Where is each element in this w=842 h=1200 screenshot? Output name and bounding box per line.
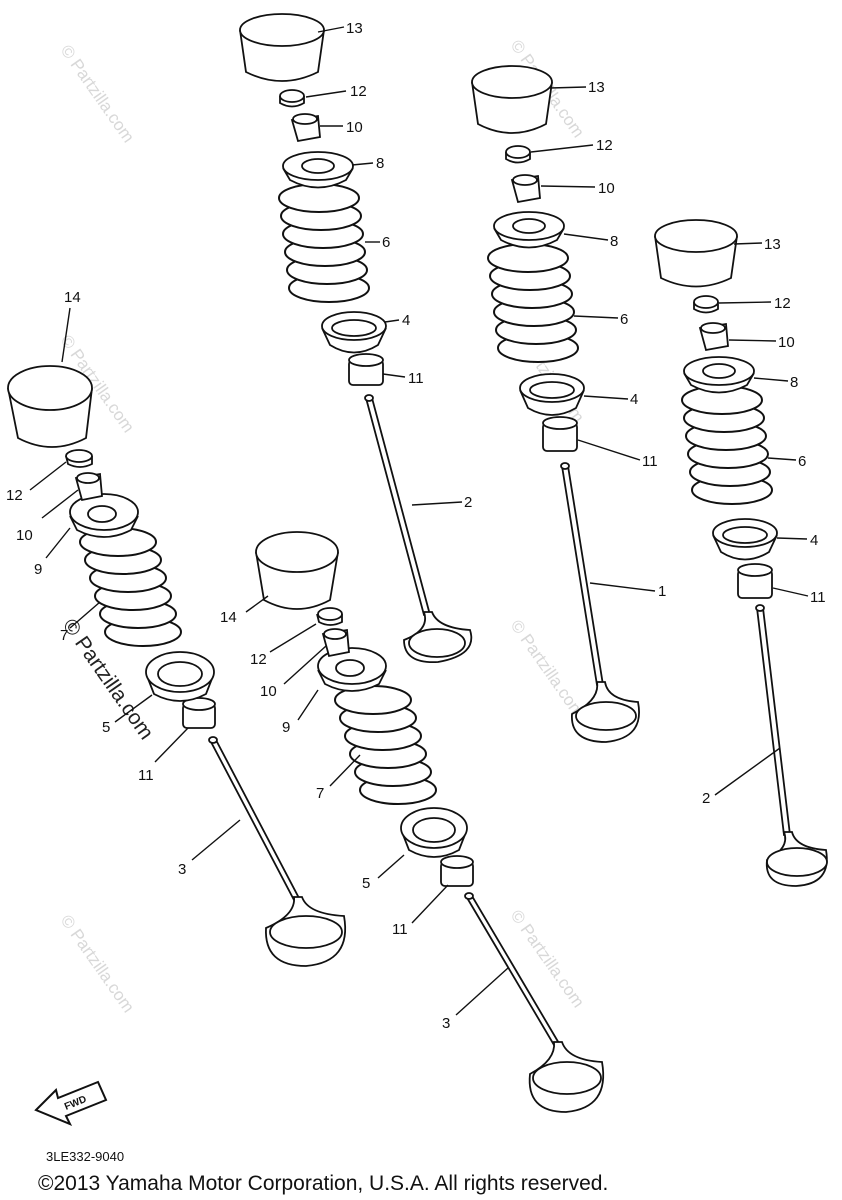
label-12-c: 12 — [774, 295, 791, 312]
lifter-13-a — [239, 13, 325, 82]
retainer-9-d — [69, 493, 139, 538]
label-12-d: 12 — [6, 487, 23, 504]
label-9-e: 9 — [282, 719, 290, 736]
assembly-d: 14 12 10 9 7 5 11 3 — [6, 289, 346, 967]
label-14-d: 14 — [64, 289, 81, 306]
label-3-e: 3 — [442, 1015, 450, 1032]
label-10-e: 10 — [260, 683, 277, 700]
label-3-d: 3 — [178, 861, 186, 878]
valve-spring-6-a — [278, 183, 370, 303]
spring-seat-5-d — [145, 651, 215, 702]
shim-12-e — [316, 607, 343, 626]
label-8-b: 8 — [610, 233, 618, 250]
label-11-a: 11 — [408, 370, 424, 387]
label-13-b: 13 — [588, 79, 605, 96]
label-11-e: 11 — [392, 921, 408, 938]
shim-12-b — [505, 145, 531, 164]
copyright-notice: ©2013 Yamaha Motor Corporation, U.S.A. A… — [38, 1172, 608, 1195]
valve-seal-11-e — [440, 855, 474, 887]
watermark-1: © Partzilla.com — [57, 41, 138, 146]
label-8-a: 8 — [376, 155, 384, 172]
label-4-c: 4 — [810, 532, 818, 549]
label-9-d: 9 — [34, 561, 42, 578]
label-5-e: 5 — [362, 875, 370, 892]
assembly-b: 13 12 10 8 6 4 11 1 — [471, 65, 666, 743]
label-12-a: 12 — [350, 83, 367, 100]
assembly-a: 13 12 10 8 6 4 11 2 — [239, 13, 473, 663]
part-code: 3LE332-9040 — [46, 1149, 124, 1164]
valve-spring-6-b — [487, 243, 579, 363]
label-11-d: 11 — [138, 767, 154, 784]
retainer-8-c — [683, 356, 755, 394]
spring-seat-4-c — [712, 518, 778, 561]
fwd-arrow-icon — [34, 1080, 108, 1126]
assembly-c: 13 12 10 8 6 4 11 2 — [654, 219, 828, 887]
label-14-e: 14 — [220, 609, 237, 626]
cotter-10-b — [510, 174, 541, 204]
label-6-c: 6 — [798, 453, 806, 470]
label-11-b: 11 — [642, 453, 658, 470]
valve-seal-11-a — [348, 353, 384, 386]
label-7-e: 7 — [316, 785, 324, 802]
label-13-c: 13 — [764, 236, 781, 253]
valve-spring-6-c — [681, 385, 773, 505]
label-12-e: 12 — [250, 651, 267, 668]
label-10-c: 10 — [778, 334, 795, 351]
spring-seat-4-b — [519, 373, 585, 416]
watermark-5: © Partzilla.com — [507, 616, 588, 721]
fwd-arrow: FWD — [34, 1080, 108, 1126]
label-2-c: 2 — [702, 790, 710, 807]
lifter-13-c — [654, 219, 738, 288]
valve-seal-11-c — [737, 563, 773, 599]
label-6-a: 6 — [382, 234, 390, 251]
valve-spring-7-e — [334, 685, 437, 805]
lifter-14-e — [255, 531, 339, 610]
valve-3-e — [464, 892, 605, 1113]
label-10-d: 10 — [16, 527, 33, 544]
spring-seat-4-a — [321, 311, 387, 354]
label-11-c: 11 — [810, 589, 826, 606]
label-12-b: 12 — [596, 137, 613, 154]
shim-12-c — [693, 295, 719, 314]
label-6-b: 6 — [620, 311, 628, 328]
spring-seat-5-e — [400, 807, 468, 858]
cotter-10-d — [74, 472, 103, 502]
lifter-13-b — [471, 65, 553, 134]
valve-2-c — [755, 604, 828, 887]
valve-1-b — [560, 462, 640, 743]
label-4-a: 4 — [402, 312, 410, 329]
cotter-10-a — [290, 113, 321, 143]
label-10-b: 10 — [598, 180, 615, 197]
watermark-6: © Partzilla.com — [57, 911, 138, 1016]
valve-2-a — [364, 394, 473, 663]
lifter-14-d — [7, 365, 93, 448]
label-10-a: 10 — [346, 119, 363, 136]
retainer-8-a — [282, 151, 354, 189]
shim-12-d — [65, 449, 93, 468]
valve-seal-11-d — [182, 697, 216, 729]
retainer-8-b — [493, 211, 565, 249]
valve-seal-11-b — [542, 416, 578, 452]
label-4-b: 4 — [630, 391, 638, 408]
valve-3-d — [208, 736, 346, 967]
cotter-10-c — [698, 322, 729, 352]
retainer-9-e — [317, 647, 387, 692]
label-1-b: 1 — [658, 583, 666, 600]
cotter-10-e — [321, 628, 350, 658]
assembly-e: 14 12 10 9 7 5 11 3 — [220, 531, 605, 1113]
label-13-a: 13 — [346, 20, 363, 37]
label-7-d: 7 — [60, 627, 68, 644]
label-8-c: 8 — [790, 374, 798, 391]
valve-spring-7-d — [79, 527, 182, 647]
label-2-a: 2 — [464, 494, 472, 511]
label-5-d: 5 — [102, 719, 110, 736]
shim-12-a — [279, 89, 305, 108]
watermark-7: © Partzilla.com — [507, 906, 588, 1011]
